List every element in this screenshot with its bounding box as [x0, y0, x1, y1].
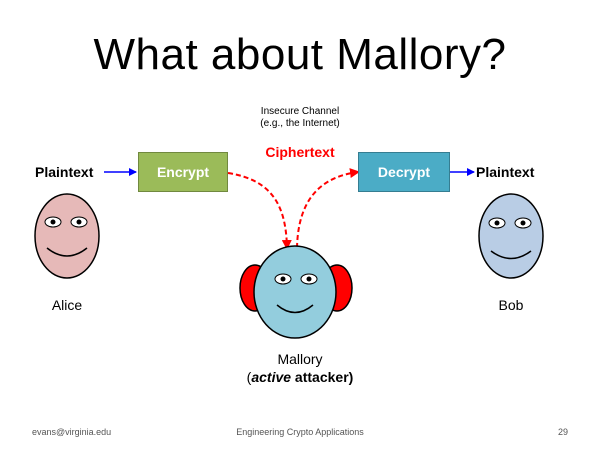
alice-label: Alice — [51, 297, 83, 313]
ciphertext-label: Ciphertext — [265, 144, 335, 160]
alice-face-icon — [34, 193, 100, 279]
footer-course: Engineering Crypto Applications — [236, 427, 364, 437]
footer-page-number: 29 — [557, 427, 568, 437]
channel-line-2: (e.g., the Internet) — [260, 118, 340, 129]
decrypt-box: Decrypt — [358, 152, 450, 192]
encrypt-to-mallory-arrow — [227, 172, 292, 250]
mallory-face-icon — [239, 245, 353, 339]
encrypt-box: Encrypt — [138, 152, 228, 192]
mallory-caption: Mallory (active attacker) — [245, 350, 355, 386]
right-plaintext-label: Plaintext — [476, 164, 535, 180]
decrypt-label: Decrypt — [377, 164, 431, 180]
insecure-channel-label: Insecure Channel (e.g., the Internet) — [230, 106, 370, 130]
paren-open: ( — [246, 369, 252, 385]
left-plaintext-label: Plaintext — [35, 164, 94, 180]
mallory-label: Mallory — [277, 351, 323, 367]
mallory-to-decrypt-arrow — [296, 168, 360, 249]
channel-line-1: Insecure Channel — [260, 106, 340, 117]
encrypt-label: Encrypt — [156, 164, 210, 180]
mallory-subtitle: (active attacker) — [245, 368, 355, 386]
slide-title: What about Mallory? — [93, 30, 507, 79]
bob-label: Bob — [498, 297, 524, 313]
bob-face-icon — [478, 193, 544, 279]
attacker-word: attacker) — [291, 369, 354, 385]
active-word: active — [251, 369, 292, 385]
footer-email: evans@virginia.edu — [32, 427, 112, 437]
